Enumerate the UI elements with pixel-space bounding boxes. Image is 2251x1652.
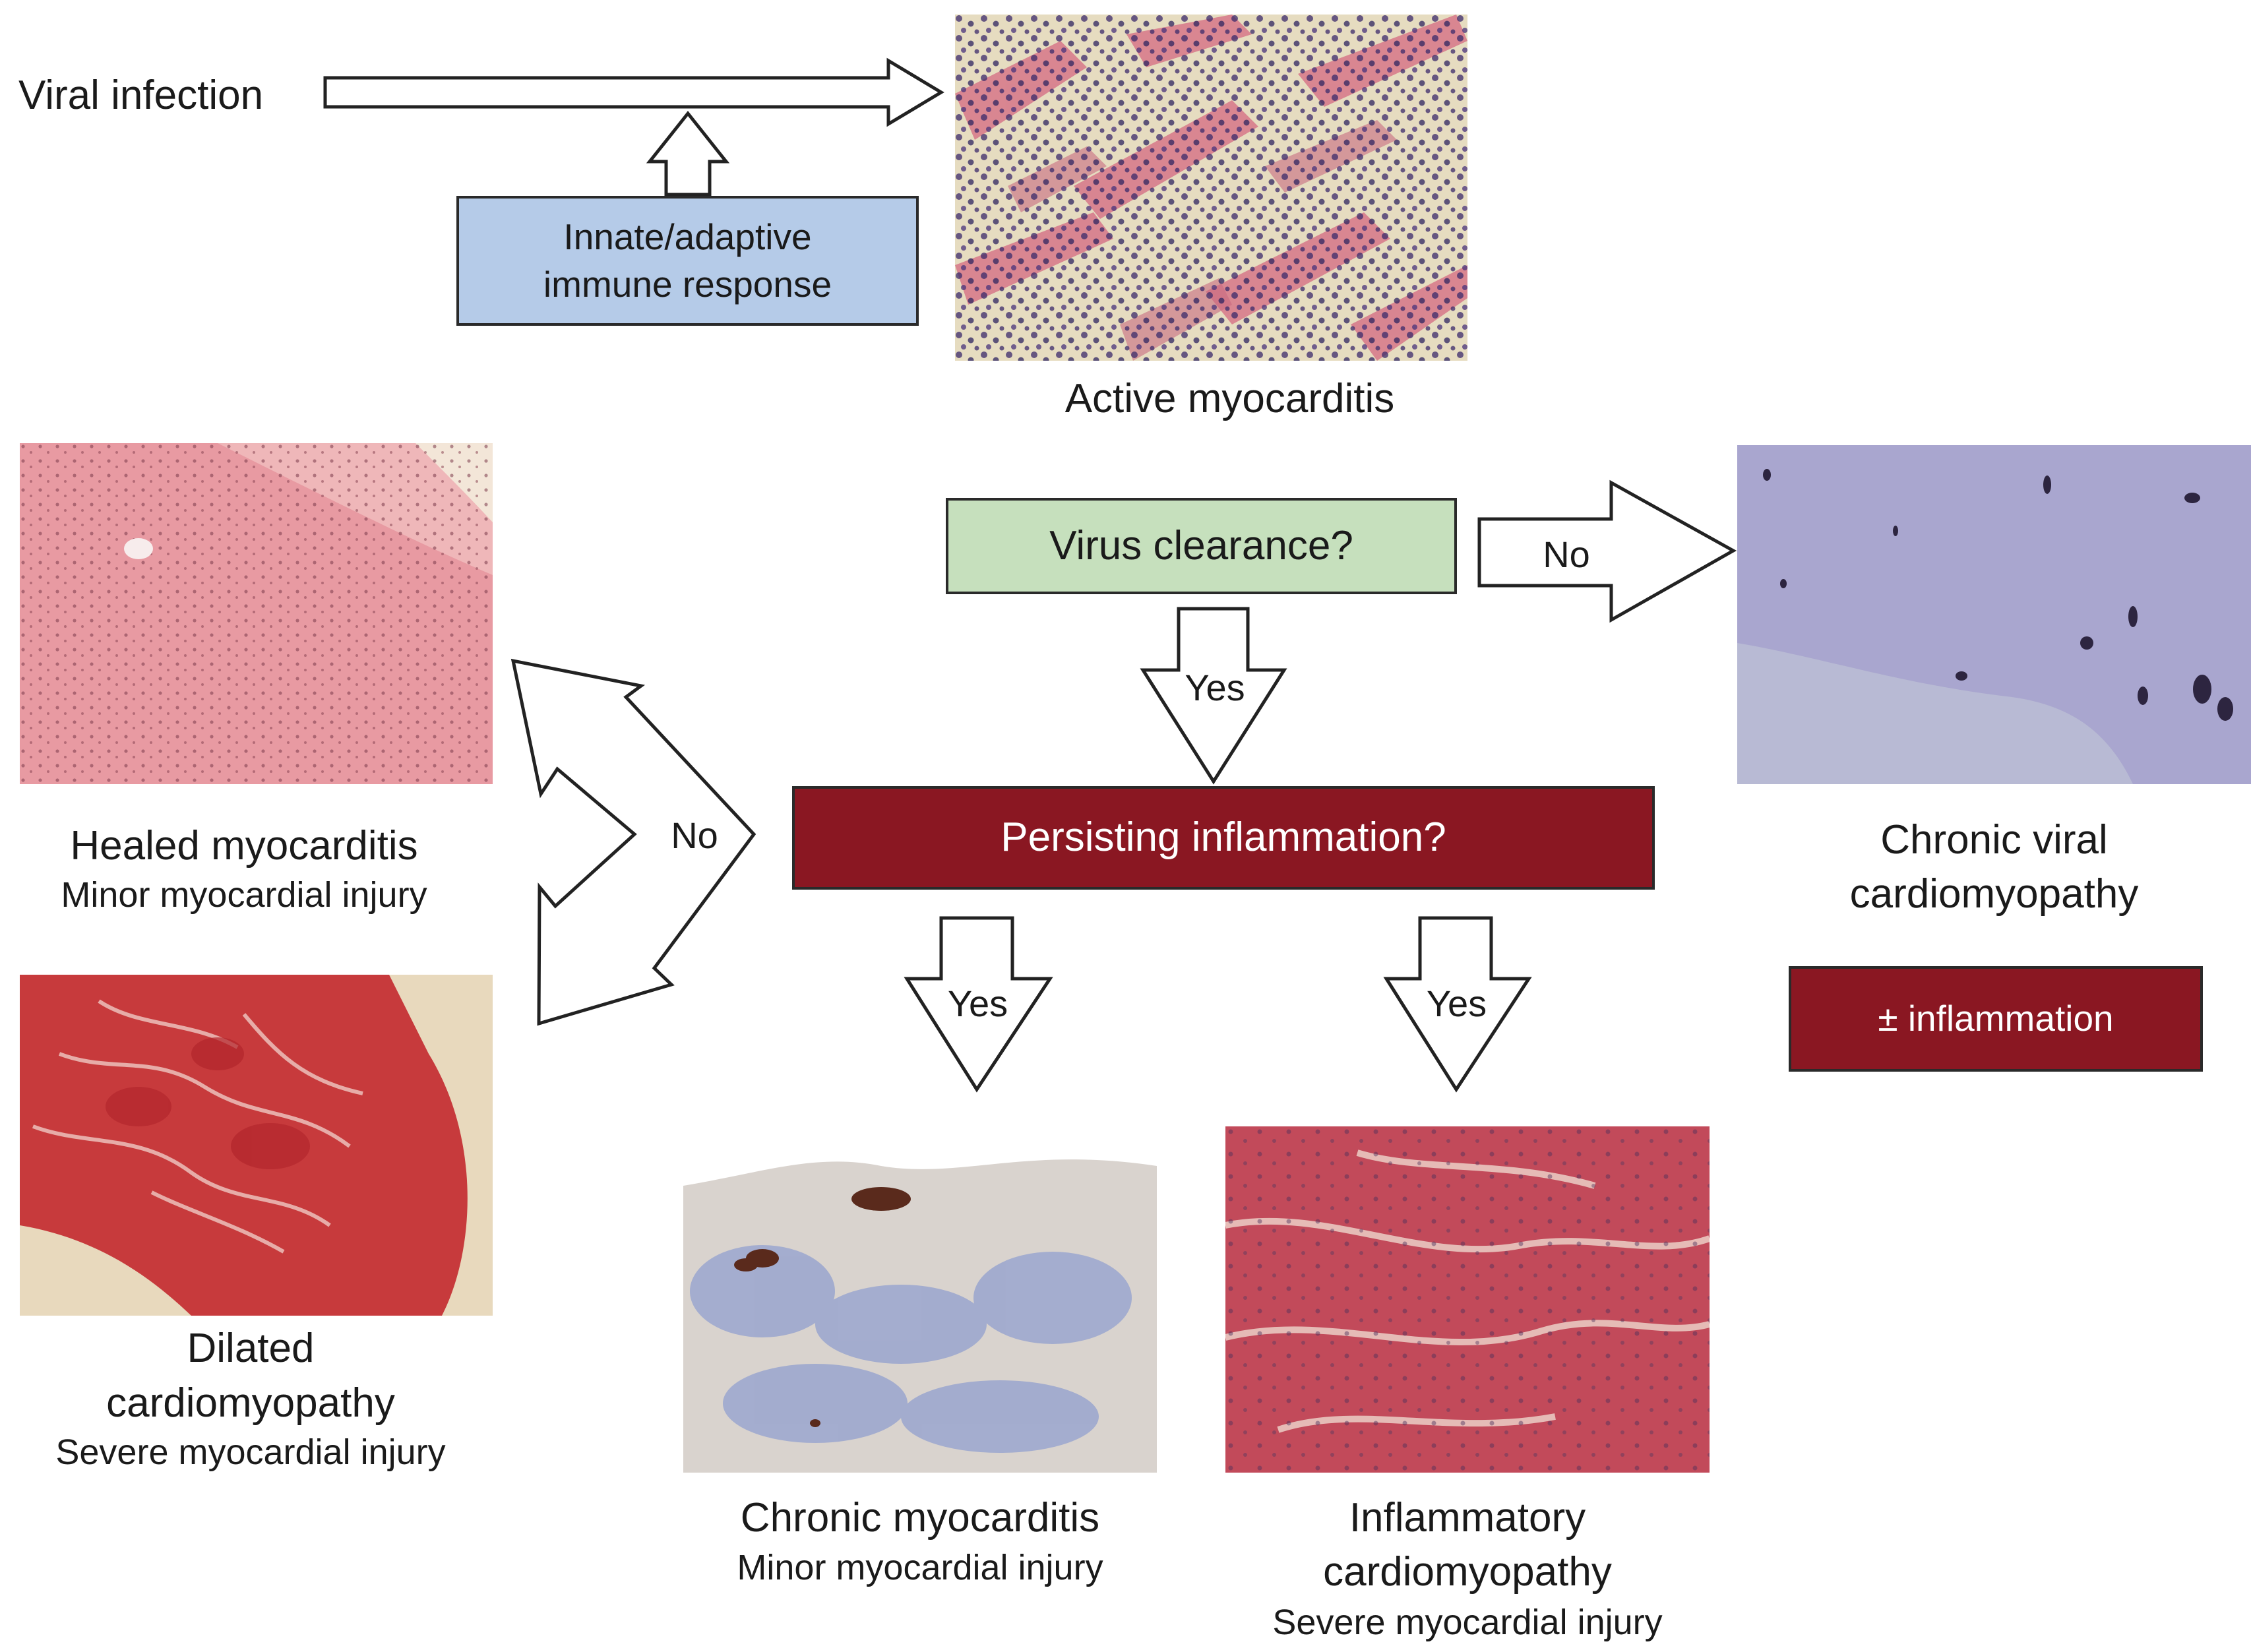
inflammatory-cardiomyopathy-image [1225,1126,1710,1473]
virus-clearance-box: Virus clearance? [946,498,1457,594]
dilated-title-line1: Dilated [187,1326,315,1371]
persisting-inflammation-box: Persisting inflammation? [792,786,1655,890]
yes-label-clearance: Yes [1185,667,1245,708]
chronic-viral-cardiomyopathy-image [1737,445,2251,784]
yes-label-inflammatory-cm: Yes [1426,983,1487,1024]
inflammatory-cm-title-line1: Inflammatory [1349,1495,1586,1541]
active-myocarditis-label: Active myocarditis [1064,376,1395,421]
healed-myocarditis-image [20,443,493,784]
chronic-viral-title-line2: cardiomyopathy [1849,871,2139,917]
chronic-myocarditis-title: Chronic myocarditis [740,1495,1100,1541]
plus-minus-inflammation-label: ± inflammation [1878,998,2114,1039]
dilated-subtitle: Severe myocardial injury [55,1432,446,1472]
healed-myocarditis-subtitle: Minor myocardial injury [61,875,427,915]
immune-response-line2: immune response [543,263,832,305]
persisting-inflammation-label: Persisting inflammation? [1001,814,1446,861]
virus-clearance-label: Virus clearance? [1049,522,1353,568]
no-arrow-left-double [510,658,756,1026]
dilated-title-line2: cardiomyopathy [106,1380,395,1426]
no-label-left: No [671,814,718,856]
viral-infection-label: Viral infection [18,73,264,118]
no-arrow-right [1477,479,1737,623]
healed-myocarditis-title: Healed myocarditis [70,823,418,869]
chronic-myocarditis-image [683,1126,1157,1473]
inflammatory-cm-title-line2: cardiomyopathy [1323,1549,1612,1595]
yes-arrow-inflammatory-cm [1383,916,1532,1093]
plus-minus-inflammation-box: ± inflammation [1789,966,2203,1072]
active-myocarditis-image [955,15,1467,361]
chronic-viral-title-line1: Chronic viral [1880,817,2108,863]
immune-response-box: Innate/adaptive immune response [456,196,919,326]
immune-up-arrow [646,110,730,197]
yes-arrow-clearance [1140,607,1287,785]
viral-infection-arrow [323,57,944,127]
chronic-myocarditis-subtitle: Minor myocardial injury [737,1548,1103,1587]
immune-response-line1: Innate/adaptive [563,216,812,257]
dilated-cardiomyopathy-image [20,975,493,1316]
yes-arrow-chronic-myocarditis [904,916,1053,1093]
yes-label-chronic-myocarditis: Yes [947,983,1008,1024]
inflammatory-cm-subtitle: Severe myocardial injury [1272,1603,1663,1642]
no-label-right: No [1543,534,1590,575]
